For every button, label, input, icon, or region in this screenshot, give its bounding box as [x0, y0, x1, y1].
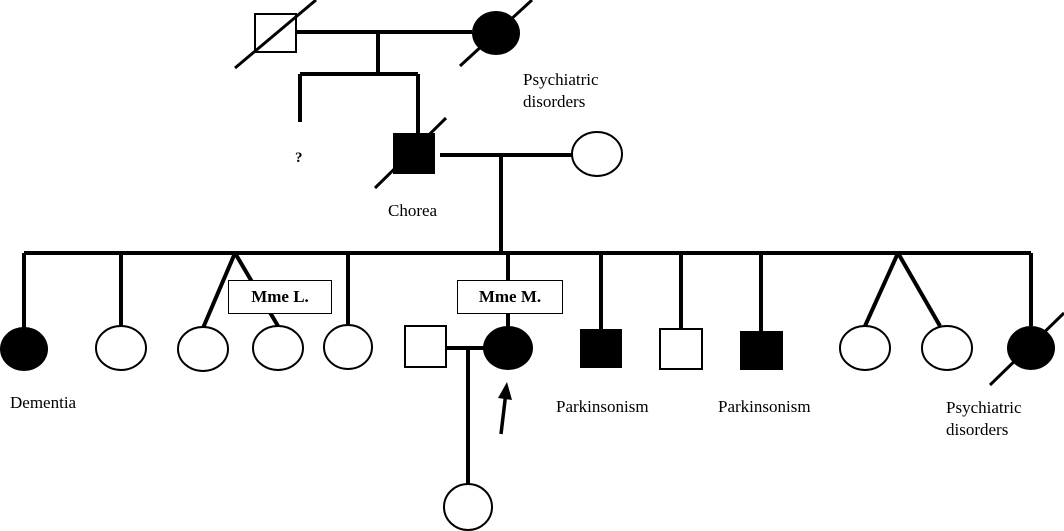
proband-arrow-head [498, 382, 512, 400]
deceased-slash [458, 0, 534, 68]
sibling-1-circle-affected [0, 327, 48, 371]
deceased-slash [373, 116, 448, 190]
sibling-7-square-affected [580, 329, 622, 368]
deceased-slash [234, 0, 317, 70]
psychiatric-label-gen3: Psychiatric disorders [946, 397, 1022, 441]
chorea-label: Chorea [388, 201, 438, 220]
relationship-lines [22, 30, 1033, 484]
twin-circle-right-2 [921, 325, 973, 371]
father-square-affected [393, 133, 435, 174]
unknown-sibling-label: ? [295, 150, 303, 166]
twin-circle-right-1 [839, 325, 891, 371]
twin-right-left [863, 252, 900, 327]
label-line: disorders [946, 420, 1009, 439]
sibling-2-circle [95, 325, 147, 371]
mme-m-husband-square [404, 325, 447, 368]
sibling-12-circle-affected [1007, 326, 1055, 370]
twin-circle-mme-l-sister [177, 326, 229, 372]
label-line: Psychiatric [946, 398, 1022, 417]
mme-m-circle-affected [483, 326, 533, 370]
label-line: disorders [523, 92, 586, 111]
deceased-slash [988, 311, 1064, 387]
sibling-5-circle [323, 324, 373, 370]
dementia-label: Dementia [10, 393, 77, 412]
mother-circle [571, 131, 623, 177]
parkinsonism-label-1: Parkinsonism [556, 397, 649, 416]
sibling-8-square [659, 328, 703, 370]
parkinsonism-label-2: Parkinsonism [718, 397, 811, 416]
label-line: Psychiatric [523, 70, 599, 89]
psychiatric-label-gen1: Psychiatric disorders [523, 69, 599, 113]
sibling-9-square-affected [740, 331, 783, 370]
twin-circle-mme-l [252, 325, 304, 371]
mme-m-name-box: Mme M. [457, 280, 563, 314]
twin-l-left [201, 252, 237, 329]
mme-l-name-box: Mme L. [228, 280, 332, 314]
twin-right-right [896, 252, 942, 327]
gen4-child-circle [443, 483, 493, 531]
